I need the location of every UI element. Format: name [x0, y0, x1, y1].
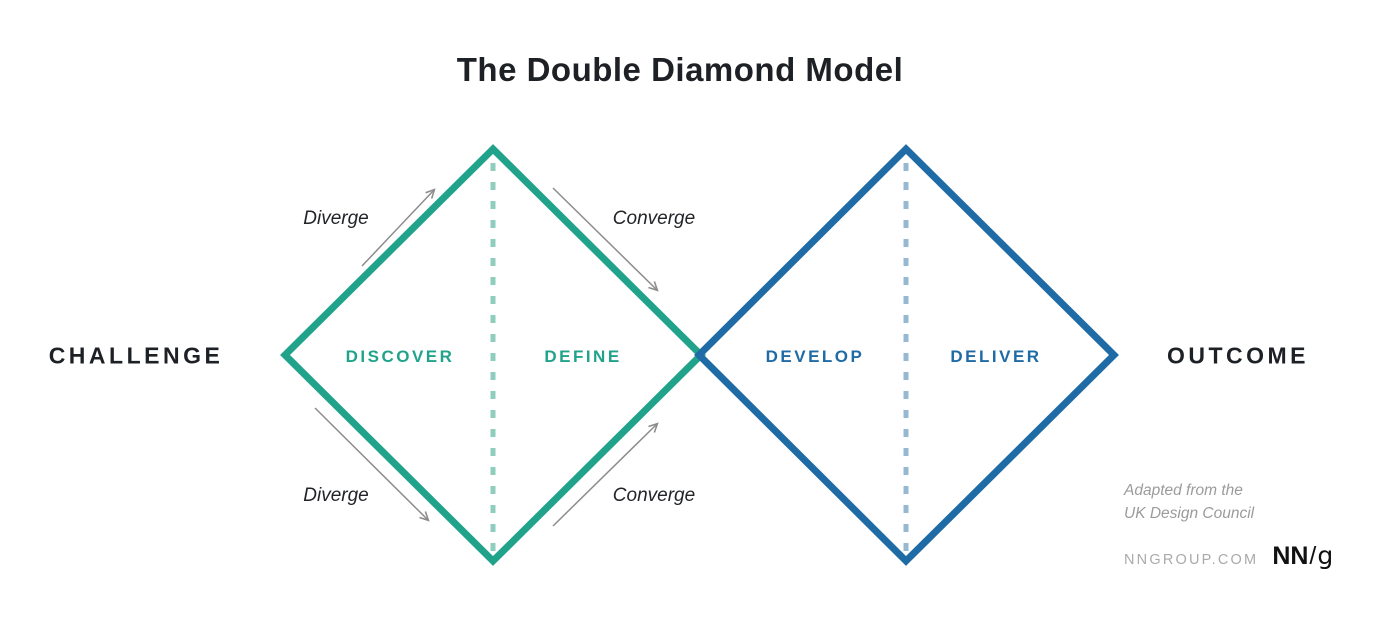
nng-logo: NN/g [1272, 541, 1333, 571]
converge-arrow-bottom [552, 422, 659, 527]
attribution-note: Adapted from the UK Design Council [1124, 479, 1254, 525]
discover-define-diamond-outline [280, 144, 706, 566]
stage-develop-label: DEVELOP [765, 347, 865, 366]
diverge-label-bottom: Diverge [303, 485, 369, 506]
diverge-arrow-bottom [314, 407, 430, 522]
outcome-label: OUTCOME [1166, 342, 1310, 369]
stage-define-label: DEFINE [544, 347, 622, 366]
converge-label-bottom: Converge [612, 485, 696, 506]
page-title: The Double Diamond Model [456, 51, 904, 88]
challenge-label: CHALLENGE [48, 342, 224, 369]
nng-logo-nn: NN [1272, 542, 1309, 570]
footer: NNGROUP.COM NN/g [1124, 541, 1333, 571]
stage-discover-label: DISCOVER [345, 347, 455, 366]
develop-deliver-diamond-outline [694, 144, 1119, 566]
nng-logo-g: g [1317, 541, 1334, 570]
converge-label-top: Converge [612, 208, 696, 229]
converge-arrow-top [552, 187, 659, 292]
diverge-arrow-top [361, 188, 436, 267]
attribution-line2: UK Design Council [1124, 505, 1255, 522]
attribution-line1: Adapted from the [1124, 482, 1243, 499]
diverge-label-top: Diverge [303, 208, 369, 229]
stage-deliver-label: DELIVER [950, 347, 1042, 366]
nngroup-site-label: NNGROUP.COM [1124, 552, 1259, 568]
nng-logo-slash: / [1309, 542, 1317, 570]
